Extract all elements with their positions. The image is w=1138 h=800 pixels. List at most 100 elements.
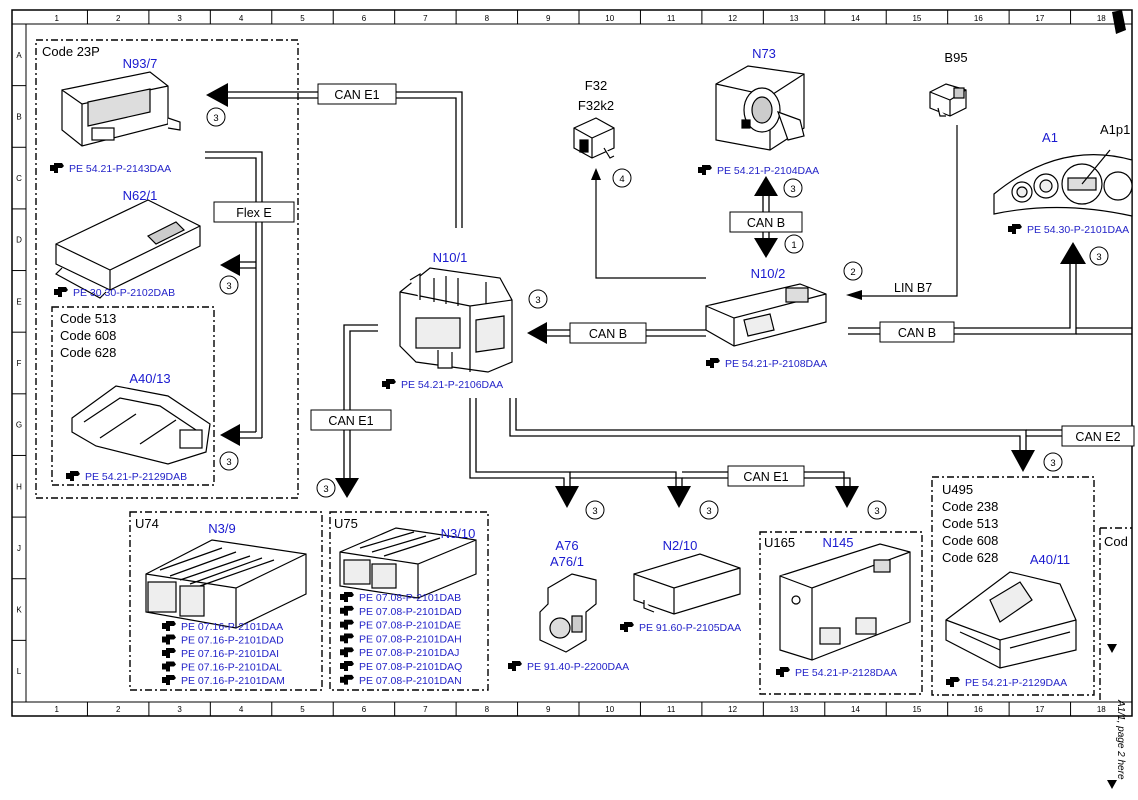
marker-2-lin: 2 [843,261,863,281]
u495-code-4: Code 628 [942,550,998,565]
n2-10-name: N2/10 [663,538,698,553]
grid-col-label: 17 [1035,705,1044,714]
grid-col-label: 18 [1097,14,1106,23]
reference-text: PE 54.30-P-2101DAA [1027,224,1129,236]
reference-text: PE 07.16-P-2101DAM [181,675,285,687]
n73-name: N73 [752,46,776,61]
reference-link[interactable]: PE 54.21-P-2104DAA [698,165,819,177]
cut-code-label: Cod [1104,534,1128,549]
reference-text: PE 54.21-P-2106DAA [401,379,503,391]
reference-text: PE 07.08-P-2101DAJ [359,647,459,659]
reference-labels: PE 54.21-P-2143DAA PE 30.30-P-2102DAB PE 5… [50,163,1129,689]
reference-link[interactable]: PE 54.30-P-2101DAA [1008,224,1129,236]
grid-col-label: 16 [974,14,983,23]
bus-label-can-e1-low: CAN E1 [727,465,805,487]
reference-text: PE 54.21-P-2128DAA [795,667,897,679]
pointing-hand-icon [54,287,68,297]
reference-link[interactable]: PE 54.21-P-2143DAA [50,163,171,175]
reference-link[interactable]: PE 07.16-P-2101DAL [162,661,282,674]
grid-row-label: H [16,482,22,491]
down-triangle-icon [1107,780,1117,789]
pointing-hand-icon [382,379,396,389]
u74-label: U74 [135,516,159,531]
group-code-label: Code 23P [42,44,100,59]
n62-1-module-drawing [55,199,201,299]
reference-link[interactable]: PE 07.16-P-2101DAD [162,634,284,647]
svg-text:3: 3 [1096,252,1101,263]
reference-link[interactable]: PE 91.40-P-2200DAA [508,661,629,673]
reference-text: PE 54.21-P-2108DAA [725,358,827,370]
reference-link[interactable]: PE 07.08-P-2101DAJ [340,647,459,659]
grid-col-label: 12 [728,14,737,23]
reference-text: PE 91.40-P-2200DAA [527,661,629,673]
reference-link[interactable]: PE 07.08-P-2101DAH [340,633,462,645]
bus-label-text: CAN B [747,216,785,230]
reference-link[interactable]: PE 54.21-P-2106DAA [382,379,503,391]
arrows [206,83,1086,508]
grid-col-label: 10 [605,705,614,714]
pointing-hand-icon [698,165,712,175]
reference-link[interactable]: PE 54.21-P-2129DAB [66,471,187,483]
grid-col-label: 13 [790,705,799,714]
cut-triangle-icon [1107,644,1117,653]
grid-col-label: 13 [790,14,799,23]
pointing-hand-icon [340,661,354,671]
reference-link[interactable]: PE 07.16-P-2101DAM [162,675,285,687]
n145-name: N145 [822,535,853,550]
reference-link[interactable]: PE 07.08-P-2101DAQ [340,661,462,673]
marker-1-n10-2: 1 [784,234,804,254]
grid-col-label: 8 [485,705,490,714]
svg-text:3: 3 [226,457,231,468]
grid-col-label: 11 [667,705,676,714]
reference-link[interactable]: PE 91.60-P-2105DAA [620,622,741,634]
grid-col-label: 1 [54,14,59,23]
pointing-hand-icon [162,648,176,658]
bus-label-text: CAN B [898,326,936,340]
u495-code-2: Code 513 [942,516,998,531]
grid-col-label: 4 [239,705,244,714]
a76-name: A76 [555,538,578,553]
marker-3-u75: 3 [316,478,336,498]
code-line-1: Code 513 [60,311,116,326]
reference-link[interactable]: PE 07.08-P-2101DAB [340,592,461,604]
grid-col-label: 17 [1035,14,1044,23]
pointing-hand-icon [162,634,176,645]
group-box-code23p [35,39,299,499]
bus-label-text: CAN E1 [334,88,379,102]
n10-1-fusebox-drawing [399,267,513,373]
group-box-u165 [759,531,923,695]
grid-row-label: K [16,606,22,615]
grid-col-label: 9 [546,14,551,23]
reference-link[interactable]: PE 54.21-P-2128DAA [776,667,897,679]
a1-name: A1 [1042,130,1058,145]
n3-10-name: N3/10 [441,526,476,541]
svg-text:3: 3 [1050,458,1055,469]
reference-text: PE 54.21-P-2104DAA [717,165,819,177]
group-box-cut [1099,527,1132,700]
reference-link[interactable]: PE 07.16-P-2101DAA [162,621,283,633]
grid-col-label: 18 [1097,705,1106,714]
reference-link[interactable]: PE 07.08-P-2101DAD [340,606,462,618]
u75-label: U75 [334,516,358,531]
reference-link[interactable]: PE 07.08-P-2101DAN [340,675,462,687]
reference-link[interactable]: PE 07.16-P-2101DAI [162,648,279,660]
svg-text:A1/1, page 2 here: A1/1, page 2 here [1115,699,1126,780]
reference-link[interactable]: PE 54.21-P-2129DAA [946,677,1067,689]
n145-module-drawing [779,543,911,661]
grid-col-label: 2 [116,705,121,714]
reference-text: PE 07.08-P-2101DAQ [359,661,462,673]
bus-label-can-e2: CAN E2 [1061,425,1135,447]
reference-link[interactable]: PE 54.21-P-2108DAA [706,358,827,370]
reference-link[interactable]: PE 30.30-P-2102DAB [54,287,175,299]
reference-link[interactable]: PE 07.08-P-2101DAE [340,620,461,632]
circle-markers: 3 3 3 3 4 3 1 2 3 3 3 3 3 3 [206,107,1109,520]
n10-1-name: N10/1 [433,250,468,265]
grid-col-label: 4 [239,14,244,23]
reference-text: PE 07.08-P-2101DAD [359,606,462,618]
n62-1-name: N62/1 [123,188,158,203]
grid-row-label: J [17,544,21,553]
bus-label-text: CAN B [589,327,627,341]
pointing-hand-icon [340,633,354,644]
svg-text:2: 2 [850,267,855,278]
